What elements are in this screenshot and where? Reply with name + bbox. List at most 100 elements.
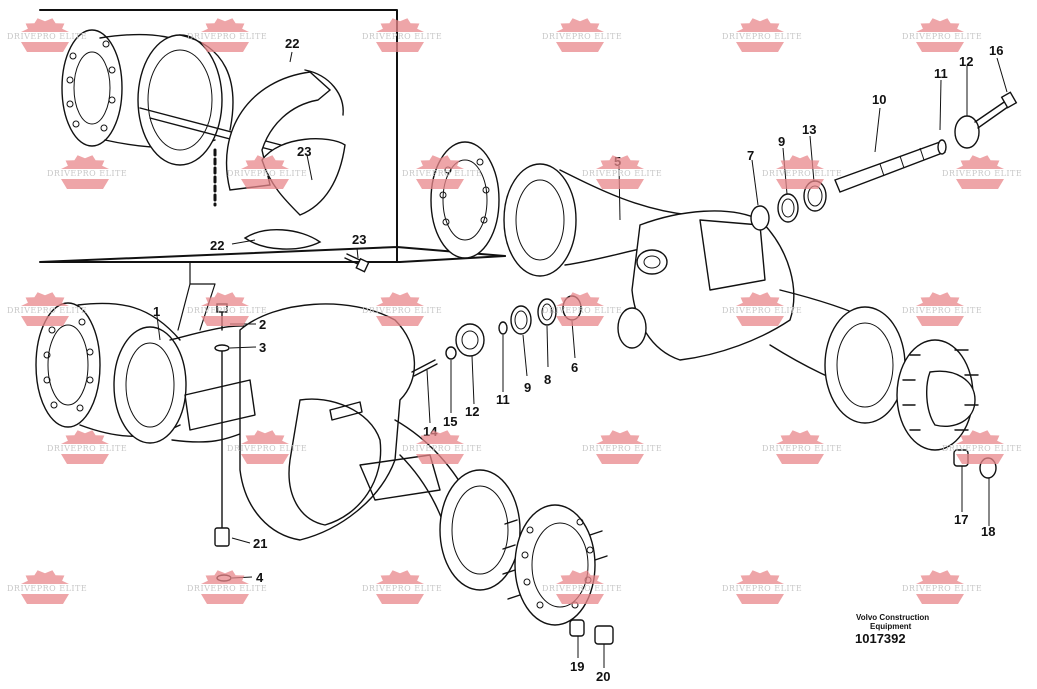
watermark-gear: DRIVEPRO ELITE xyxy=(902,570,982,604)
callout-7: 7 xyxy=(747,148,754,163)
watermark-text: DRIVEPRO ELITE xyxy=(187,584,267,593)
watermark-text: DRIVEPRO ELITE xyxy=(402,169,482,178)
watermark-gear: DRIVEPRO ELITE xyxy=(542,292,622,326)
callout-19: 19 xyxy=(570,659,584,674)
watermark-gear: DRIVEPRO ELITE xyxy=(902,292,982,326)
callout-9b: 9 xyxy=(778,134,785,149)
vertical-bolt xyxy=(214,303,232,582)
watermark-text: DRIVEPRO ELITE xyxy=(762,444,842,453)
callout-labels: 22 23 22 23 1 2 3 21 4 14 15 12 11 9 8 6… xyxy=(153,36,1003,684)
watermark-gear: DRIVEPRO ELITE xyxy=(227,430,307,464)
watermark-gear: DRIVEPRO ELITE xyxy=(362,570,442,604)
caption-company-sub: Equipment xyxy=(870,622,912,631)
watermark-text: DRIVEPRO ELITE xyxy=(722,306,802,315)
watermark-gear: DRIVEPRO ELITE xyxy=(7,292,87,326)
callout-22a: 22 xyxy=(285,36,299,51)
main-axle-housing xyxy=(35,302,608,626)
watermark-text: DRIVEPRO ELITE xyxy=(227,169,307,178)
callout-22b: 22 xyxy=(210,238,224,253)
watermark-gear: DRIVEPRO ELITE xyxy=(582,155,662,189)
inset-bolt xyxy=(344,253,370,273)
callout-1: 1 xyxy=(153,304,160,319)
watermark-text: DRIVEPRO ELITE xyxy=(7,32,87,41)
watermark-gear: DRIVEPRO ELITE xyxy=(47,155,127,189)
watermark-gear: DRIVEPRO ELITE xyxy=(7,570,87,604)
watermark-text: DRIVEPRO ELITE xyxy=(47,169,127,178)
watermark-text: DRIVEPRO ELITE xyxy=(722,32,802,41)
watermark-gear: DRIVEPRO ELITE xyxy=(187,292,267,326)
watermark-layer: DRIVEPRO ELITE DRIVEPRO ELITE DRIVEPRO ELI… xyxy=(7,18,1022,604)
watermark-gear: DRIVEPRO ELITE xyxy=(582,430,662,464)
watermark-text: DRIVEPRO ELITE xyxy=(47,444,127,453)
callout-12b: 12 xyxy=(465,404,479,419)
watermark-gear: DRIVEPRO ELITE xyxy=(542,570,622,604)
callout-11b: 11 xyxy=(934,66,948,81)
callout-6: 6 xyxy=(571,360,578,375)
watermark-text: DRIVEPRO ELITE xyxy=(187,306,267,315)
watermark-text: DRIVEPRO ELITE xyxy=(402,444,482,453)
watermark-text: DRIVEPRO ELITE xyxy=(542,584,622,593)
watermark-gear: DRIVEPRO ELITE xyxy=(722,292,802,326)
callout-15: 15 xyxy=(443,414,457,429)
caption-number: 1017392 xyxy=(855,631,906,646)
watermark-text: DRIVEPRO ELITE xyxy=(187,32,267,41)
watermark-gear: DRIVEPRO ELITE xyxy=(227,155,307,189)
callout-3: 3 xyxy=(259,340,266,355)
watermark-text: DRIVEPRO ELITE xyxy=(902,584,982,593)
callout-23a: 23 xyxy=(297,144,311,159)
watermark-gear: DRIVEPRO ELITE xyxy=(762,430,842,464)
callout-4: 4 xyxy=(256,570,264,585)
watermark-gear: DRIVEPRO ELITE xyxy=(762,155,842,189)
callout-8: 8 xyxy=(544,372,551,387)
callout-16: 16 xyxy=(989,43,1003,58)
watermark-text: DRIVEPRO ELITE xyxy=(362,306,442,315)
watermark-gear: DRIVEPRO ELITE xyxy=(402,430,482,464)
watermark-text: DRIVEPRO ELITE xyxy=(227,444,307,453)
watermark-text: DRIVEPRO ELITE xyxy=(902,306,982,315)
watermark-gear: DRIVEPRO ELITE xyxy=(362,18,442,52)
watermark-text: DRIVEPRO ELITE xyxy=(722,584,802,593)
callout-21: 21 xyxy=(253,536,267,551)
watermark-text: DRIVEPRO ELITE xyxy=(542,306,622,315)
watermark-gear: DRIVEPRO ELITE xyxy=(187,18,267,52)
watermark-text: DRIVEPRO ELITE xyxy=(362,32,442,41)
callout-18: 18 xyxy=(981,524,995,539)
watermark-gear: DRIVEPRO ELITE xyxy=(7,18,87,52)
watermark-gear: DRIVEPRO ELITE xyxy=(542,18,622,52)
watermark-gear: DRIVEPRO ELITE xyxy=(187,570,267,604)
rear-axle-housing xyxy=(430,141,979,451)
callout-12a: 12 xyxy=(959,54,973,69)
watermark-gear: DRIVEPRO ELITE xyxy=(942,430,1022,464)
callout-10: 10 xyxy=(872,92,886,107)
watermark-text: DRIVEPRO ELITE xyxy=(7,584,87,593)
nuts-right xyxy=(569,449,997,645)
watermark-gear: DRIVEPRO ELITE xyxy=(902,18,982,52)
inset-hub-assembly xyxy=(61,29,311,207)
watermark-text: DRIVEPRO ELITE xyxy=(942,444,1022,453)
watermark-text: DRIVEPRO ELITE xyxy=(942,169,1022,178)
caption-block: Volvo Construction Equipment 1017392 xyxy=(855,613,929,646)
watermark-text: DRIVEPRO ELITE xyxy=(362,584,442,593)
watermark-text: DRIVEPRO ELITE xyxy=(582,169,662,178)
watermark-gear: DRIVEPRO ELITE xyxy=(942,155,1022,189)
callout-23b: 23 xyxy=(352,232,366,247)
callout-20: 20 xyxy=(596,669,610,684)
watermark-gear: DRIVEPRO ELITE xyxy=(362,292,442,326)
watermark-text: DRIVEPRO ELITE xyxy=(762,169,842,178)
watermark-gear: DRIVEPRO ELITE xyxy=(722,18,802,52)
brake-shield-lower xyxy=(243,229,322,250)
callout-11a: 11 xyxy=(496,392,510,407)
watermark-text: DRIVEPRO ELITE xyxy=(542,32,622,41)
callout-13: 13 xyxy=(802,122,816,137)
callout-17: 17 xyxy=(954,512,968,527)
watermark-text: DRIVEPRO ELITE xyxy=(902,32,982,41)
watermark-gear: DRIVEPRO ELITE xyxy=(47,430,127,464)
callout-9a: 9 xyxy=(524,380,531,395)
caption-company: Volvo Construction xyxy=(856,613,929,622)
callout-2: 2 xyxy=(259,317,266,332)
watermark-gear: DRIVEPRO ELITE xyxy=(402,155,482,189)
watermark-gear: DRIVEPRO ELITE xyxy=(722,570,802,604)
watermark-text: DRIVEPRO ELITE xyxy=(7,306,87,315)
